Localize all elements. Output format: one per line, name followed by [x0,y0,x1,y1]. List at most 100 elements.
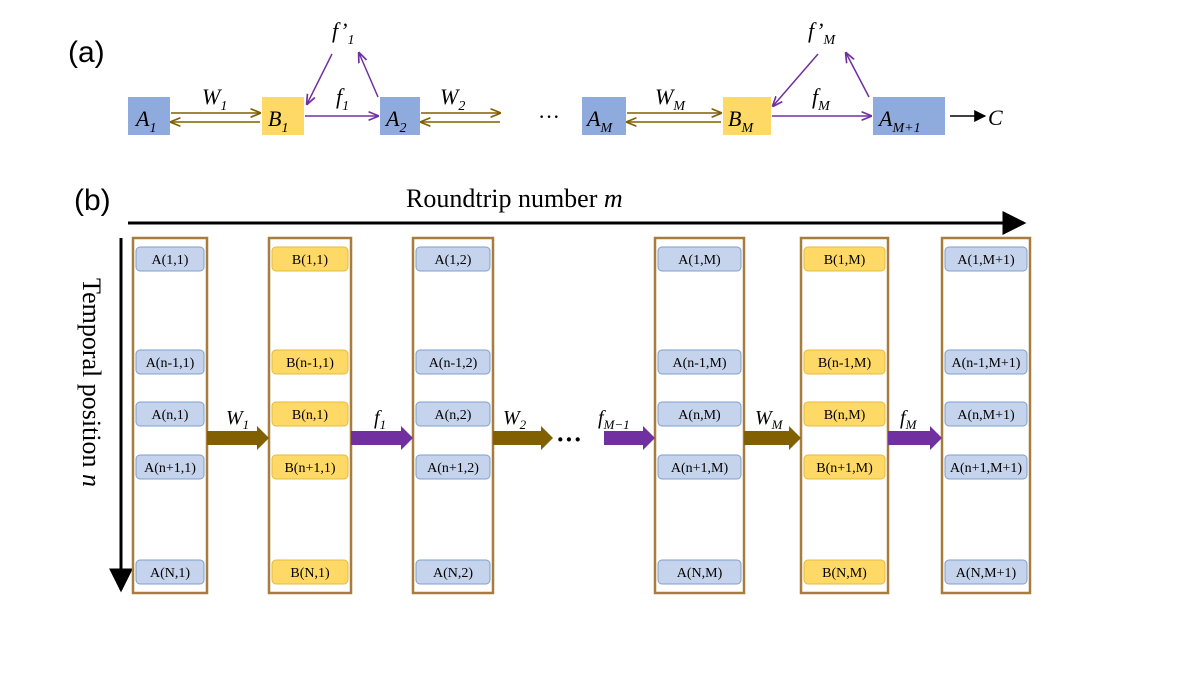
arrow-f-M: fM [888,407,942,450]
arrow-label: fM [900,407,918,432]
edge-w1: W1 [171,84,260,122]
cell-A(1,2): A(1,2) [415,246,491,272]
arrow-label: WM [755,407,784,432]
column-4: A(1,M) A(n-1,M) A(n,M) A(n+1,M) A(N,M) [653,236,746,595]
svg-text:AM: AM [585,106,613,136]
edge-fm: fM [772,84,871,116]
columns-layer: A(1,1) A(n-1,1) A(n,1) A(n+1,1) A(N,1) B(1,1)… [131,236,1032,595]
cell-label: A(N,2) [433,566,473,581]
node-a1: A1 [128,97,170,136]
cell-A(n-1,1): A(n-1,1) [135,349,205,375]
node-b1: B1 [262,97,304,136]
cell-A(n,M): A(n,M) [657,401,742,427]
svg-text:A2: A2 [384,106,406,136]
svg-text:AM+1: AM+1 [877,106,921,136]
edge-f1-label: f1 [336,84,349,114]
column-6: A(1,M+1) A(n-1,M+1) A(n,M+1) A(n+1,M+1) A(N,… [940,236,1032,595]
cell-A(1,M+1): A(1,M+1) [944,246,1028,272]
panel-a-label: (a) [68,36,105,69]
node-bm: BM [723,97,771,136]
cell-A(n+1,2): A(n+1,2) [415,454,491,480]
cell-A(N,2): A(N,2) [415,559,491,585]
cell-B(n,1): B(n,1) [271,401,349,427]
arrow-W-M: WM [744,407,801,450]
column-3: A(1,2) A(n-1,2) A(n,2) A(n+1,2) A(N,2) [411,236,495,595]
arrow-label: W2 [503,407,527,432]
cell-A(n,1): A(n,1) [135,401,205,427]
edge-w2-label: W2 [440,84,465,114]
x-axis: Roundtrip number m [128,184,1027,235]
cell-label: B(n-1,M) [818,356,872,371]
cell-A(N,1): A(N,1) [135,559,205,585]
cell-label: A(n,M+1) [957,408,1015,423]
y-axis: Temporal position n [77,238,133,593]
x-axis-label: Roundtrip number m [406,184,623,213]
cell-A(n-1,M): A(n-1,M) [657,349,742,375]
cell-B(N,M): B(N,M) [803,559,886,585]
edge-f1: f1 [305,84,378,116]
cell-label: B(n+1,M) [816,461,873,476]
cell-B(1,M): B(1,M) [803,246,886,272]
cell-label: B(n,M) [824,408,866,423]
cell-A(1,M): A(1,M) [657,246,742,272]
column-5: B(1,M) B(n-1,M) B(n,M) B(n+1,M) B(N,M) [799,236,890,595]
cell-A(n,M+1): A(n,M+1) [944,401,1028,427]
arrow-label: f1 [374,407,386,432]
cell-A(N,M): A(N,M) [657,559,742,585]
cell-B(1,1): B(1,1) [271,246,349,272]
cell-label: A(n-1,1) [146,356,195,371]
node-am1: AM+1 [873,97,945,136]
cell-label: A(n+1,M) [671,461,729,476]
cell-label: A(n-1,M) [672,356,726,371]
column-frame [131,236,209,595]
panel-a: (a) A1 B1 A2 AM BM AM+1 W [68,18,1003,136]
edge-to-c: C [950,105,1003,130]
panel-a-ellipsis: ··· [538,104,560,129]
column-frame [799,236,890,595]
cell-A(n+1,M+1): A(n+1,M+1) [944,454,1028,480]
cell-label: B(N,M) [822,566,867,581]
edge-fp1-label: f’1 [332,18,354,48]
edge-wm: WM [627,84,721,122]
edge-w1-label: W1 [202,84,227,114]
cell-A(1,1): A(1,1) [135,246,205,272]
cell-A(n+1,M): A(n+1,M) [657,454,742,480]
cell-label: A(N,M+1) [956,566,1017,581]
cell-B(N,1): B(N,1) [271,559,349,585]
cell-B(n,M): B(n,M) [803,401,886,427]
arrow-W-1: W1 [207,407,269,450]
cell-label: A(n,2) [435,408,472,423]
arrow-W-2: W2 [493,407,553,450]
cell-label: A(n-1,2) [429,356,478,371]
terminal-c: C [988,105,1003,130]
cell-label: A(1,2) [435,253,472,268]
cell-label: A(1,M) [678,253,721,268]
svg-text:BM: BM [728,106,754,136]
cell-A(n-1,2): A(n-1,2) [415,349,491,375]
cell-B(n-1,1): B(n-1,1) [271,349,349,375]
column-2: B(1,1) B(n-1,1) B(n,1) B(n+1,1) B(N,1) [267,236,353,595]
cell-label: A(n,M) [678,408,721,423]
edge-w2: W2 [421,84,500,122]
column-frame [653,236,746,595]
cell-label: A(n-1,M+1) [952,356,1021,371]
cell-label: A(N,M) [677,566,723,581]
cell-label: A(n+1,1) [144,461,196,476]
cell-label: A(1,1) [152,253,189,268]
node-am: AM [582,97,626,136]
panel-b-label: (b) [74,184,111,217]
cell-label: A(n+1,M+1) [950,461,1023,476]
cell-B(n+1,1): B(n+1,1) [271,454,349,480]
panel-b: (b) Roundtrip number m Temporal position… [74,184,1032,595]
arrow-f-1: f1 [351,407,413,450]
column-frame [267,236,353,595]
cell-label: B(n,1) [292,408,329,423]
cell-label: B(N,1) [290,566,330,581]
column-frame [940,236,1032,595]
svg-text:B1: B1 [268,106,288,136]
edge-fp1: f’1 [307,18,379,104]
cell-label: A(n,1) [152,408,189,423]
cell-label: B(1,M) [824,253,866,268]
